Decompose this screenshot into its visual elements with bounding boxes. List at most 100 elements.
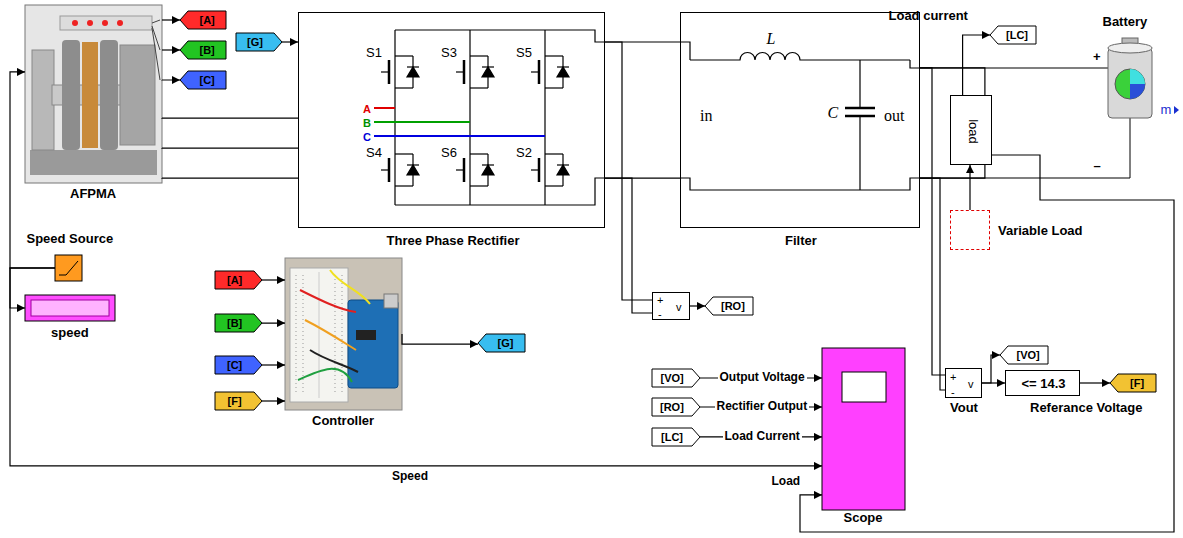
- block-text: Scope: [844, 511, 883, 526]
- from-tag: [G]: [236, 33, 282, 51]
- block-text: B: [363, 117, 371, 130]
- block-text: Vout: [950, 401, 978, 416]
- tag-outline: [478, 334, 525, 352]
- from-tag: [C]: [215, 356, 262, 374]
- block-text: speed: [51, 326, 89, 341]
- signal-line: [920, 68, 985, 95]
- block-text: S5: [516, 46, 532, 61]
- tag-outline: [1000, 346, 1048, 364]
- from-tag: [B]: [215, 314, 262, 332]
- block-text: A: [363, 103, 371, 116]
- block-text: S1: [366, 46, 382, 61]
- signal-line: [402, 334, 478, 344]
- voltage-sensor: +v-Vout: [945, 368, 982, 398]
- tag-name: [C]: [200, 74, 215, 87]
- block-text: S3: [441, 46, 457, 61]
- tag-outline: [215, 356, 262, 374]
- display-icon: [25, 295, 115, 321]
- tag-outline: [705, 297, 753, 315]
- signal-line: [162, 79, 180, 80]
- battery-icon: [1090, 38, 1179, 178]
- block-text: v: [968, 378, 974, 391]
- block-text: L: [767, 30, 776, 48]
- signal-line: [605, 42, 652, 300]
- signal-line: [963, 35, 990, 95]
- load-block: load: [950, 95, 992, 165]
- block-text: Variable Load: [998, 224, 1083, 239]
- display-block: speed: [25, 295, 115, 321]
- signal-line: [162, 177, 298, 178]
- tag-name: [RO]: [721, 300, 745, 313]
- block-text: S2: [516, 146, 532, 161]
- tag-name: [RO]: [660, 401, 684, 414]
- block-text: Three Phase Rectifier: [387, 234, 520, 249]
- signal-line: [262, 364, 285, 365]
- signal-line: [982, 382, 1005, 383]
- tag-outline: [180, 71, 226, 89]
- signal-line: [920, 178, 945, 390]
- tag-name: [F]: [1130, 377, 1144, 390]
- signal-line: [262, 279, 285, 280]
- signal-name: Load: [770, 475, 803, 489]
- tag-outline: [1110, 374, 1156, 392]
- block-text: Referance Voltage: [1030, 401, 1142, 416]
- goto-tag: [C]: [180, 71, 226, 89]
- tag-outline: [652, 369, 700, 387]
- signal-line: [10, 268, 55, 308]
- goto-tag: [RO]: [705, 297, 753, 315]
- block-text: -: [951, 386, 955, 399]
- filter-block: LinCoutFilter: [680, 12, 920, 228]
- block-text: <= 14.3: [1022, 377, 1066, 392]
- tag-name: [G]: [498, 337, 514, 350]
- tag-name: [B]: [227, 317, 242, 330]
- tag-name: [LC]: [1006, 29, 1028, 42]
- block-text: AFPMA: [70, 187, 116, 202]
- block-text: out: [884, 107, 904, 125]
- block-text: load: [964, 119, 979, 144]
- signal-line: [162, 19, 180, 20]
- block-text: Filter: [785, 234, 817, 249]
- block-text: v: [676, 301, 682, 314]
- tag-name: [C]: [227, 359, 242, 372]
- signal-line: [920, 165, 985, 178]
- rectifier-circuit: [374, 30, 605, 205]
- signal-line: [800, 155, 1174, 532]
- signal-name: Rectifier Output: [715, 400, 810, 414]
- tag-name: [B]: [200, 44, 215, 57]
- block-text: in: [700, 107, 712, 125]
- speed-source-icon: [55, 255, 82, 281]
- variable-load: Variable Load: [950, 210, 990, 250]
- block-text: +: [950, 371, 956, 384]
- compare-block: <= 14.3Referance Voltage: [1005, 370, 1080, 396]
- motor-block: AFPMA: [25, 5, 162, 183]
- signal-name: Load Current: [723, 430, 802, 444]
- block-text: S4: [366, 146, 382, 161]
- signal-line: [162, 147, 298, 148]
- scope-icon: [822, 348, 905, 510]
- port-label: Load current: [889, 9, 968, 24]
- signal-line: [982, 355, 1000, 383]
- tag-name: [VO]: [1017, 349, 1040, 362]
- signal-line: [920, 68, 945, 375]
- tag-name: [F]: [228, 395, 242, 408]
- signal-line: [690, 305, 705, 306]
- signal-line: [282, 41, 298, 42]
- tag-outline: [236, 33, 282, 51]
- signal-line: [162, 117, 298, 118]
- from-tag: [VO]: [652, 369, 700, 387]
- port-label: m: [1161, 103, 1172, 118]
- tag-outline: [990, 26, 1036, 44]
- goto-tag: [VO]: [1000, 346, 1048, 364]
- block-text: +: [657, 294, 663, 307]
- rectifier-block: S1S3S5ABCS4S6S2Three Phase Rectifier: [298, 12, 605, 228]
- tag-name: [LC]: [661, 431, 683, 444]
- tag-name: [G]: [247, 36, 263, 49]
- block-text: Speed Source: [27, 232, 114, 247]
- block-text: S6: [441, 146, 457, 161]
- port-label: +: [1093, 50, 1101, 65]
- block-text: -: [658, 308, 662, 321]
- tag-name: [A]: [200, 14, 215, 27]
- goto-tag: [B]: [180, 41, 226, 59]
- block-text: Battery: [1103, 15, 1148, 30]
- goto-tag: [A]: [180, 11, 226, 29]
